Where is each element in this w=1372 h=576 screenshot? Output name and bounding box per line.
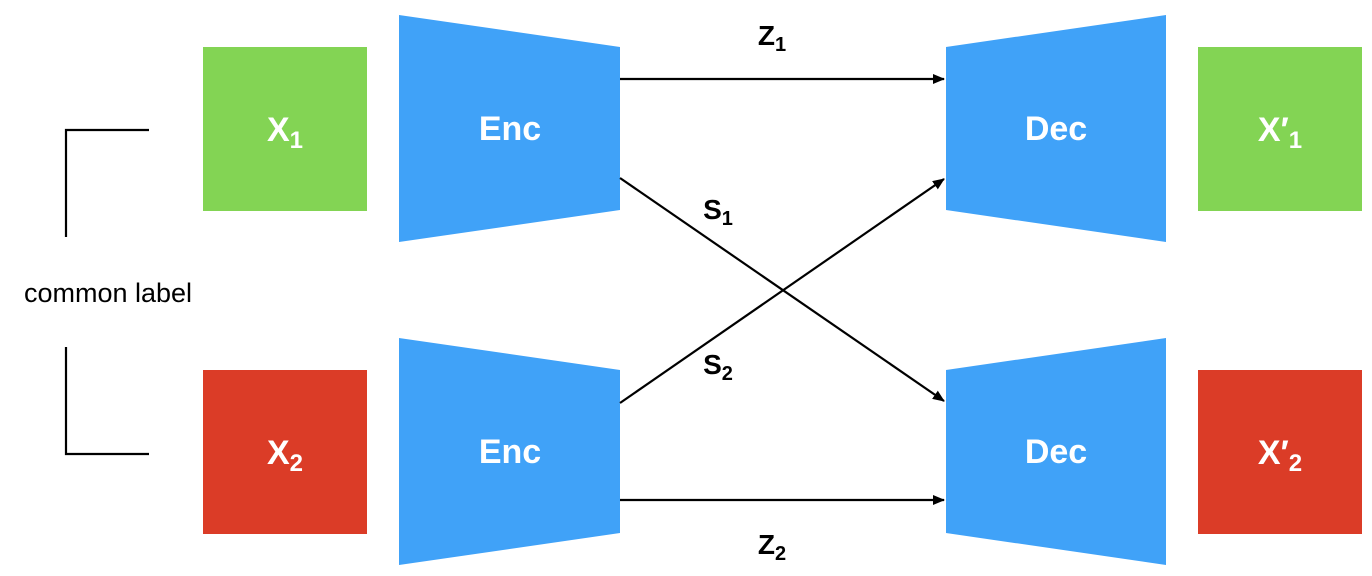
decoder-2-shape xyxy=(946,338,1166,565)
edge-label-z1: Z1 xyxy=(758,20,786,56)
edge-label-z2: Z2 xyxy=(758,529,786,565)
encoder-2: Enc xyxy=(399,338,620,565)
input-box-2-rect xyxy=(203,370,367,534)
arrow-s2 xyxy=(619,178,945,404)
input-box-2-label: X2 xyxy=(267,434,303,477)
bracket-bottom xyxy=(64,347,149,456)
input-box-1: X1 xyxy=(203,47,367,211)
input-box-1-rect xyxy=(203,47,367,211)
edge-label-s2: S2 xyxy=(703,349,733,385)
decoder-2-label: Dec xyxy=(1025,433,1087,471)
encoder-2-shape xyxy=(399,338,620,565)
encoder-2-label: Enc xyxy=(479,433,541,471)
encoder-1-label: Enc xyxy=(479,110,541,148)
common-label-text: common label xyxy=(24,278,192,308)
output-box-1-rect xyxy=(1198,47,1362,211)
decoder-2: Dec xyxy=(946,338,1166,565)
common-label-bracket: common label xyxy=(24,128,192,456)
output-box-2-label: X′2 xyxy=(1258,434,1302,477)
input-box-2: X2 xyxy=(203,370,367,534)
output-box-2: X′2 xyxy=(1198,370,1362,534)
encoder-1-shape xyxy=(399,15,620,242)
bracket-top xyxy=(64,128,149,237)
edge-label-s1: S1 xyxy=(703,194,733,230)
arrow-s1 xyxy=(619,177,945,402)
output-box-2-rect xyxy=(1198,370,1362,534)
decoder-1: Dec xyxy=(946,15,1166,242)
encoder-1: Enc xyxy=(399,15,620,242)
output-box-1: X′1 xyxy=(1198,47,1362,211)
decoder-1-shape xyxy=(946,15,1166,242)
output-box-1-label: X′1 xyxy=(1258,111,1302,154)
decoder-1-label: Dec xyxy=(1025,110,1087,148)
input-box-1-label: X1 xyxy=(267,111,303,154)
